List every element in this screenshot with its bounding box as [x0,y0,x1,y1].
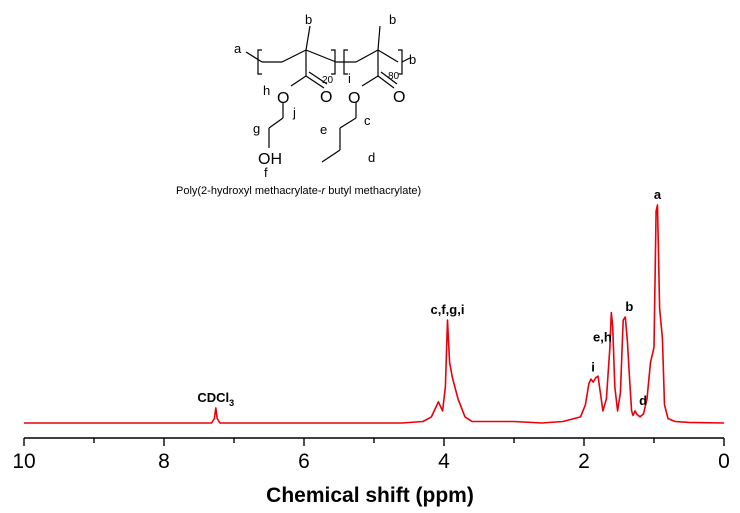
peak-label: b [625,299,633,314]
bond-ch2-e [339,117,357,129]
x-tick-label: 6 [298,450,310,473]
bond-methyl-1 [305,25,311,51]
bond-end-right [401,57,411,63]
bond-co-2b [380,71,398,85]
label-j: j [292,105,296,120]
caption-part2: butyl methacrylate) [325,185,421,197]
structure-caption: Poly(2-hydroxyl methacrylate-r butyl met… [176,185,421,197]
bond-ch2-g [268,117,284,129]
bracket-left-1 [257,49,262,75]
label-c: c [364,113,371,128]
spectrum-line [24,204,725,424]
atom-hydroxyl: OH [258,151,282,168]
bond-backbone [281,49,307,63]
label-f: f [264,165,268,180]
bond-methyl-2 [377,25,381,51]
x-tick-label: 2 [578,450,590,473]
caption-part1: Poly(2-hydroxyl methacrylate- [176,185,322,197]
label-b: b [389,12,396,27]
label-a: a [234,41,242,56]
label-e: e [320,122,327,137]
bracket-right-1 [331,49,336,75]
x-axis-ticks: 10 8 6 4 2 0 [12,438,730,473]
subscript-n2: 80 [388,71,400,82]
x-axis-title: Chemical shift (ppm) [266,484,474,507]
x-tick-label: 10 [12,450,35,473]
label-g: g [253,121,260,136]
peak-label: e,h [593,329,612,344]
bond-co-2 [377,75,395,89]
bond-ch3 [321,149,341,163]
atom-oxygen-ester: O [277,90,289,107]
bond-backbone [377,49,399,63]
label-i: i [348,71,351,86]
bond-backbone [355,49,379,63]
x-tick-label: 4 [438,450,450,473]
bond-end-left [245,51,263,63]
structure-text: a b b b 20 80 i h j g f c e d O O O O OH… [176,12,421,197]
x-tick-label: 0 [718,450,730,473]
caption-italic: r [322,185,327,197]
x-tick-label: 8 [158,450,170,473]
peak-label: i [591,360,595,375]
label-h: h [263,83,270,98]
peak-label: CDCl3 [197,390,234,408]
atom-oxygen-carbonyl: O [393,89,405,106]
label-d: d [368,150,375,165]
bond-ester-2 [361,75,379,87]
label-b: b [409,52,416,67]
peak-label: c,f,g,i [431,302,465,317]
polymer-structure [245,25,411,163]
bond-backbone [305,49,337,63]
atom-oxygen-carbonyl: O [320,89,332,106]
bond-co-1 [305,75,325,89]
subscript-n1: 20 [322,75,334,86]
bond-ester-1 [290,75,307,87]
peak-label: d [639,393,647,408]
peak-label: a [654,187,662,202]
bond-co-1b [308,71,328,85]
label-b: b [305,12,312,27]
atom-oxygen-ester: O [348,90,360,107]
